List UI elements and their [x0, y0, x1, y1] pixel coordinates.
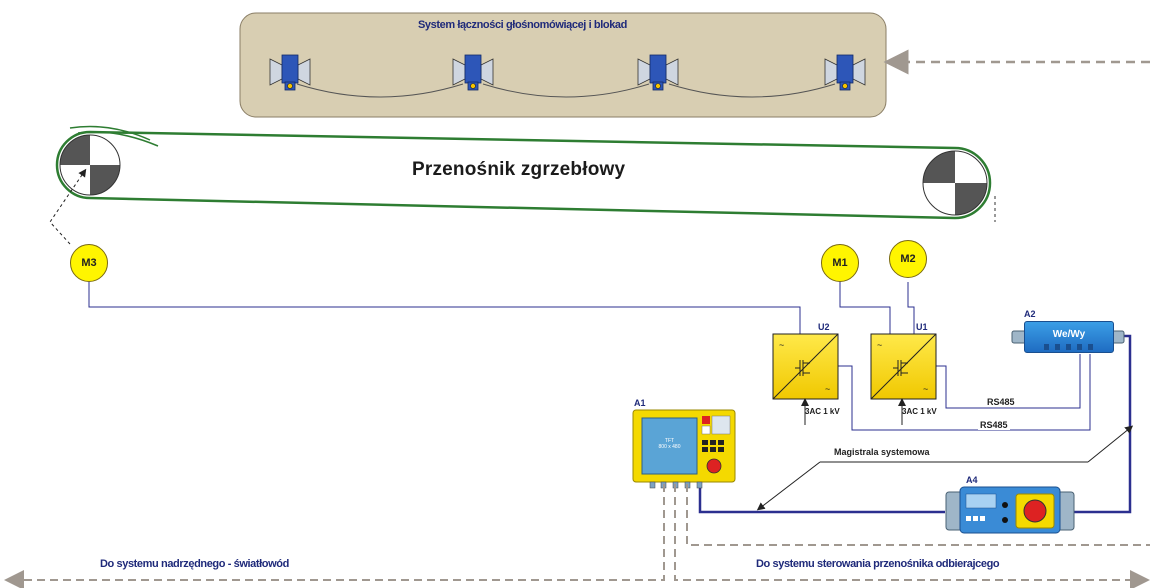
- conveyor-title: Przenośnik zgrzebłowy: [412, 159, 626, 180]
- converter-u2-icon: ~ ~: [772, 333, 839, 400]
- converter-u1-supply: 3AC 1 kV: [902, 407, 937, 416]
- intercom-unit-icon: [824, 54, 866, 91]
- device-a1-label: A1: [634, 398, 646, 408]
- svg-text:~: ~: [923, 384, 928, 394]
- svg-text:~: ~: [779, 340, 784, 350]
- io-module-a2: We/Wy: [1024, 321, 1114, 353]
- conveyor-belt: [55, 125, 992, 220]
- motor-m1: M1: [821, 244, 859, 282]
- screen-line-2: 800 x 480: [658, 444, 681, 450]
- device-a2-label: A2: [1024, 309, 1036, 319]
- intercom-link-cable: [296, 83, 836, 98]
- control-panel-a1: [632, 409, 736, 489]
- link-to-master-system: Do systemu nadrzędnego - światłowód: [100, 558, 289, 570]
- motor-feed-lines: [88, 282, 1091, 431]
- converter-u1-label: U1: [916, 322, 928, 332]
- rs485-label-1: RS485: [985, 397, 1017, 407]
- tail-drum: [922, 150, 988, 216]
- head-drum: [59, 134, 121, 196]
- link-to-receiving-conveyor: Do systemu sterowania przenośnika odbier…: [756, 558, 1000, 570]
- converter-u1-icon: ~ ~: [870, 333, 937, 400]
- device-a1-screen: TFT 800 x 480: [644, 438, 695, 450]
- rs485-label-2: RS485: [978, 420, 1010, 430]
- screen-line-1: TFT: [664, 438, 675, 444]
- device-a4-label: A4: [966, 475, 978, 485]
- svg-text:~: ~: [825, 384, 830, 394]
- motor-m3: M3: [70, 244, 108, 282]
- system-bus-label: Magistrala systemowa: [832, 447, 932, 457]
- supply-arrows: [801, 398, 906, 425]
- converter-u2-supply: 3AC 1 kV: [805, 407, 840, 416]
- svg-text:~: ~: [877, 340, 882, 350]
- intercom-unit-icon: [452, 54, 494, 91]
- fiber-links-bottom: [4, 484, 1150, 588]
- io-module-text: We/Wy: [1052, 328, 1086, 340]
- motor-m2: M2: [889, 240, 927, 278]
- intercom-unit-icon: [637, 54, 679, 91]
- converter-u2-label: U2: [818, 322, 830, 332]
- device-a4: [945, 486, 1075, 534]
- system-bus-arrows: [756, 425, 1134, 511]
- intercom-units: [269, 54, 866, 91]
- intercom-unit-icon: [269, 54, 311, 91]
- intercom-panel-title: System łączności głośnomówiącej i blokad: [418, 19, 627, 31]
